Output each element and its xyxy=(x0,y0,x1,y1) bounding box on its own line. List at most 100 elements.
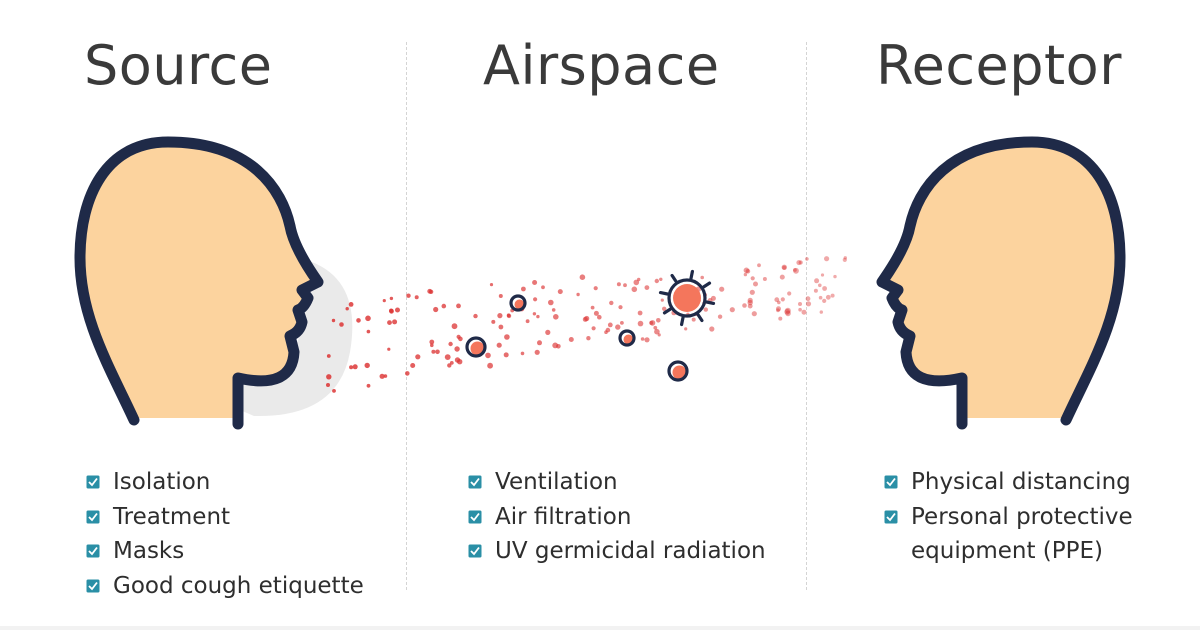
droplet xyxy=(591,326,596,331)
droplet xyxy=(660,298,664,302)
droplet xyxy=(657,333,661,337)
droplet xyxy=(833,274,837,279)
measure-label: Treatment xyxy=(113,503,231,530)
list-item: UV germicidal radiation xyxy=(468,534,766,569)
droplet xyxy=(620,321,624,325)
droplet xyxy=(348,302,354,307)
droplet xyxy=(780,297,785,302)
measure-label: equipment (PPE) xyxy=(911,538,1103,564)
droplet xyxy=(326,383,330,387)
droplet xyxy=(556,344,561,349)
droplet xyxy=(700,275,704,280)
droplet xyxy=(818,295,823,300)
droplet xyxy=(644,285,650,290)
droplet xyxy=(703,307,708,312)
droplet xyxy=(609,300,614,306)
droplet xyxy=(458,336,463,342)
droplet xyxy=(352,364,358,370)
droplet xyxy=(814,278,820,284)
measure-label: Good cough etiquette xyxy=(113,572,364,599)
droplet xyxy=(364,362,370,369)
droplet xyxy=(782,265,787,270)
measure-label: Air filtration xyxy=(495,503,632,530)
droplet xyxy=(776,306,781,312)
droplet xyxy=(485,352,491,359)
droplet xyxy=(813,288,818,293)
check-square-icon xyxy=(884,510,898,524)
droplet xyxy=(551,308,556,312)
droplet xyxy=(427,288,433,294)
droplet xyxy=(489,283,494,287)
droplet xyxy=(662,306,667,311)
droplet xyxy=(448,341,453,347)
droplet xyxy=(395,307,400,313)
droplet xyxy=(444,354,451,360)
droplet xyxy=(781,264,787,270)
droplet xyxy=(498,324,504,330)
list-item: Physical distancing xyxy=(884,465,1133,500)
droplet xyxy=(356,318,361,323)
title-source: Source xyxy=(84,34,273,97)
droplet xyxy=(623,283,627,288)
droplet xyxy=(637,310,643,316)
check-square-icon xyxy=(86,579,100,593)
virus-particle-icon xyxy=(465,336,487,358)
measure-label: UV germicidal radiation xyxy=(495,538,766,564)
droplet xyxy=(747,297,753,303)
droplet xyxy=(454,346,460,352)
droplet xyxy=(520,351,525,356)
droplet xyxy=(653,325,658,330)
droplet xyxy=(774,297,780,303)
list-item: Isolation xyxy=(86,465,364,500)
list-item: Air filtration xyxy=(468,500,766,535)
droplet xyxy=(757,263,761,268)
droplet xyxy=(616,282,621,287)
droplet xyxy=(818,283,822,288)
droplet xyxy=(822,286,827,291)
droplet xyxy=(820,273,825,277)
droplet xyxy=(406,293,411,298)
droplet xyxy=(656,318,661,323)
droplet xyxy=(743,272,748,277)
droplet xyxy=(659,277,663,281)
droplet xyxy=(640,337,645,341)
virus-icon xyxy=(658,269,716,327)
droplet xyxy=(779,274,785,280)
droplet xyxy=(389,308,394,313)
droplet xyxy=(430,343,434,348)
droplet xyxy=(742,303,747,308)
droplet xyxy=(545,329,551,335)
droplet xyxy=(787,291,792,296)
droplet xyxy=(749,289,755,295)
droplet xyxy=(579,274,586,281)
droplet xyxy=(750,276,755,281)
droplet xyxy=(504,334,510,340)
droplet xyxy=(497,313,503,319)
droplet xyxy=(644,337,650,343)
droplet xyxy=(805,301,812,307)
check-square-icon xyxy=(86,510,100,524)
droplet xyxy=(719,286,725,292)
droplet xyxy=(414,295,419,300)
droplet xyxy=(785,307,791,314)
droplet xyxy=(777,300,781,305)
droplet xyxy=(326,374,332,380)
droplet xyxy=(798,260,803,265)
check-square-icon xyxy=(468,510,482,524)
droplet xyxy=(496,342,502,348)
droplet xyxy=(691,317,696,322)
droplet xyxy=(824,256,830,262)
droplet xyxy=(793,267,799,274)
droplet xyxy=(534,349,540,355)
droplet xyxy=(382,299,386,303)
droplet xyxy=(590,305,595,310)
list-item: Personal protective xyxy=(884,500,1133,535)
droplet xyxy=(822,298,827,303)
droplet xyxy=(593,310,599,316)
bottom-band xyxy=(0,626,1200,630)
droplet xyxy=(586,336,591,341)
droplet xyxy=(541,285,545,290)
droplet xyxy=(349,365,354,370)
droplet xyxy=(457,359,463,365)
